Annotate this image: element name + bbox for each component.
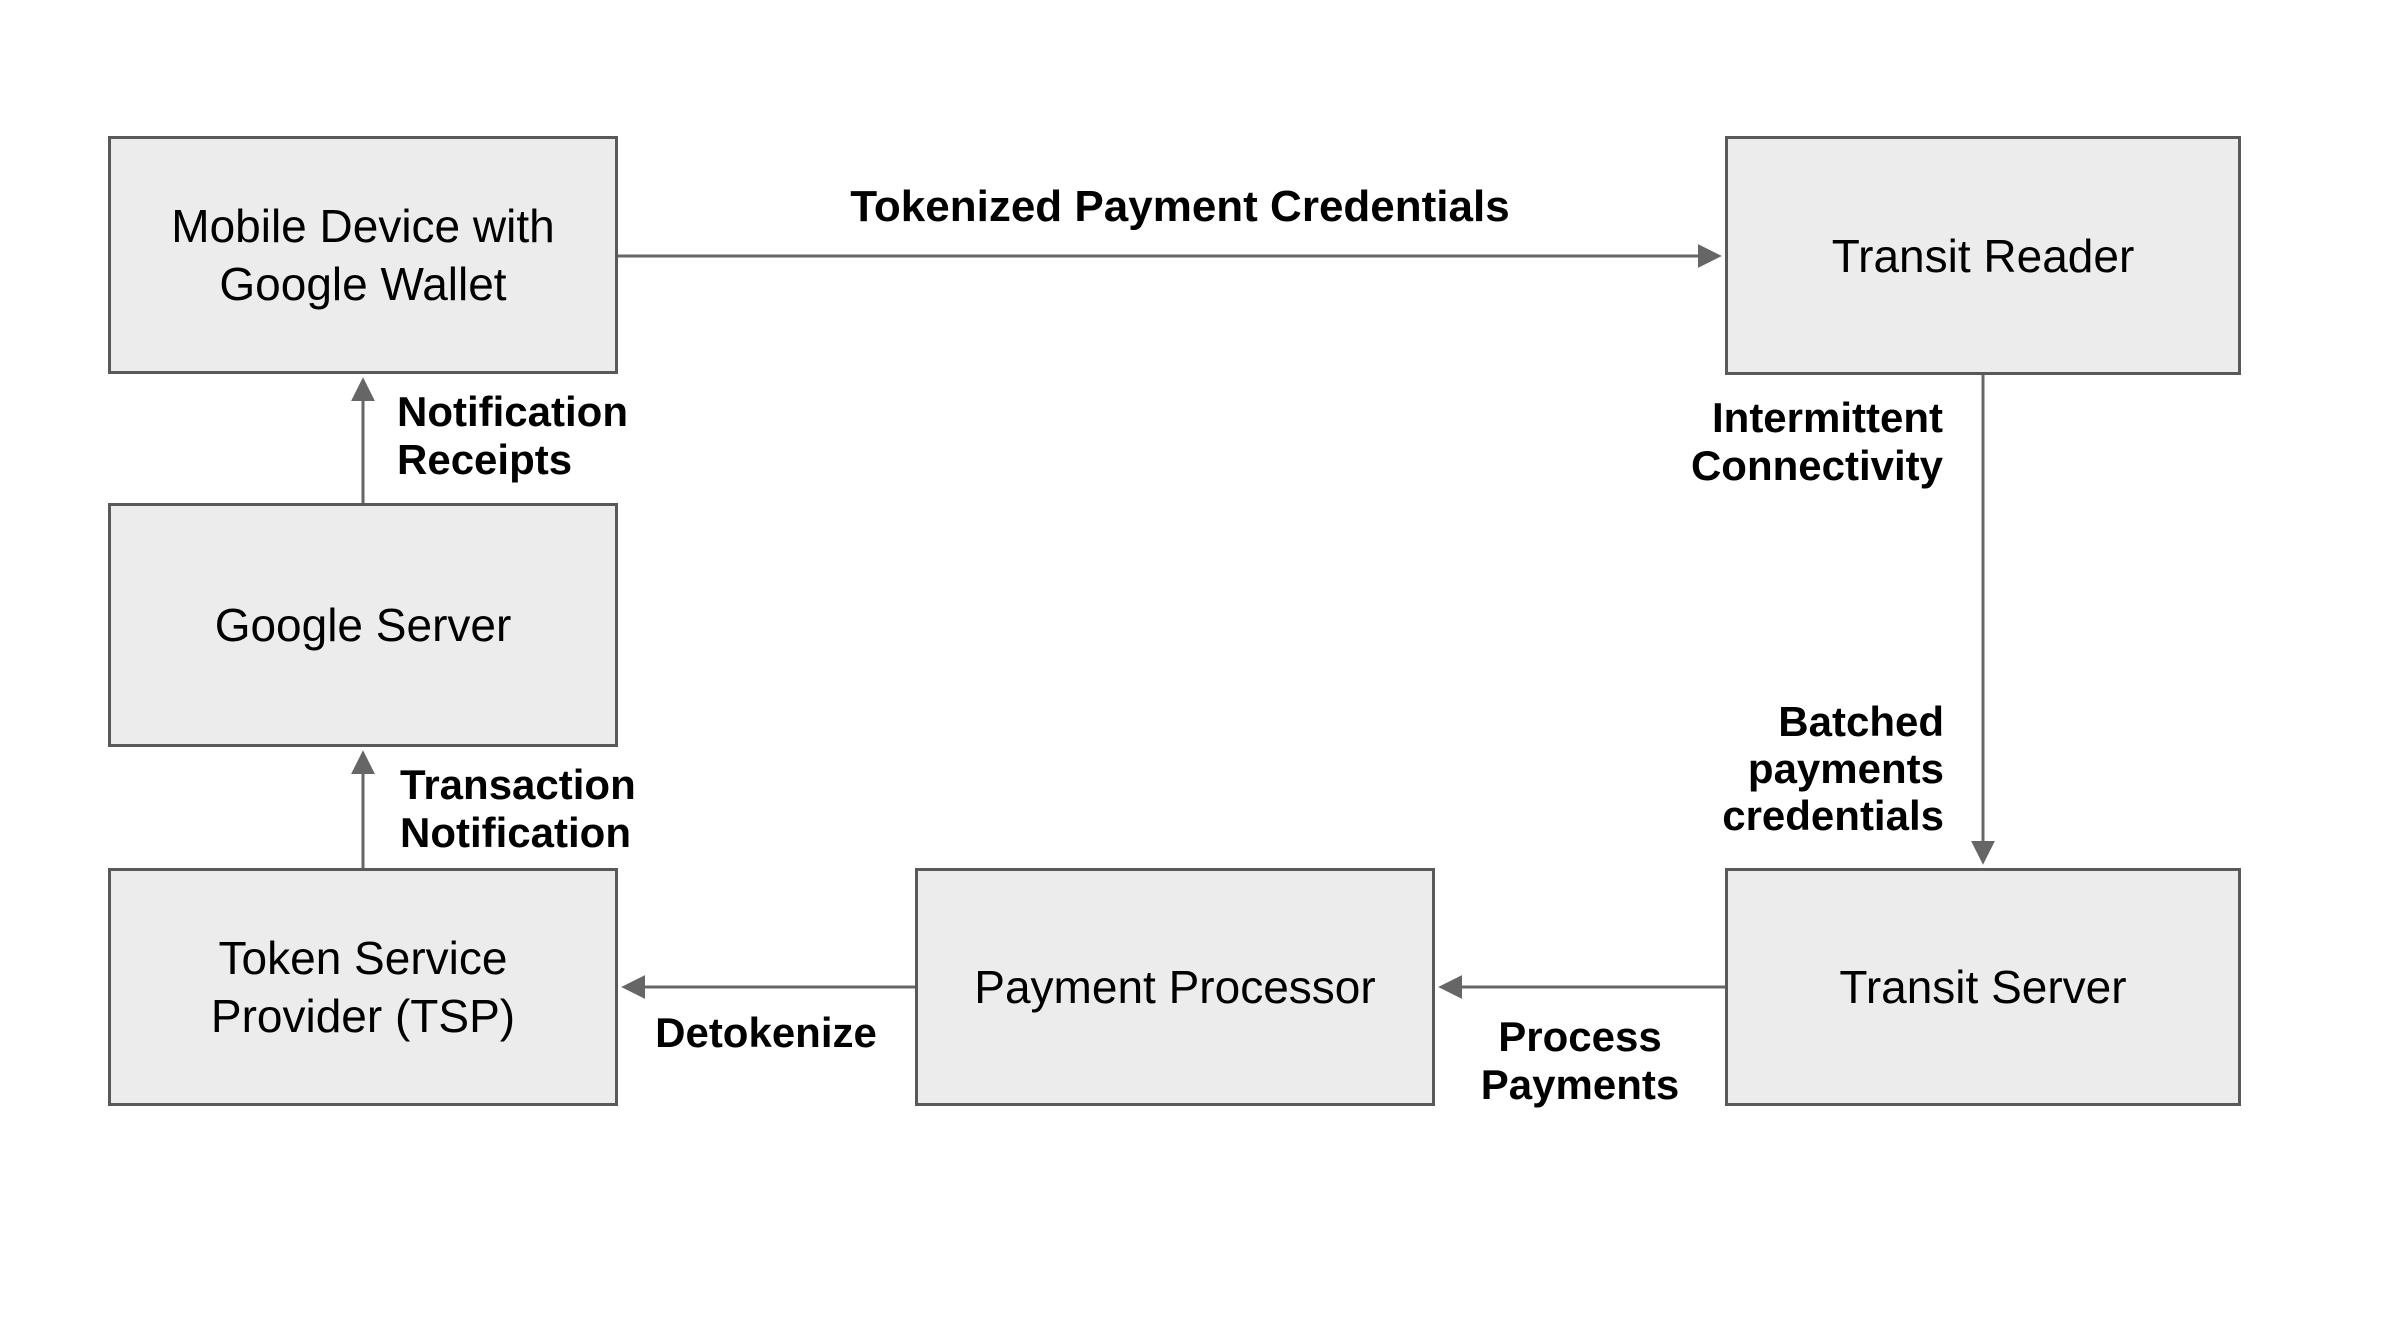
node-label: Payment Processor [974, 961, 1376, 1013]
node-token-service-provider: Token Service Provider (TSP) [108, 868, 618, 1106]
node-mobile-device-google-wallet: Mobile Device with Google Wallet [108, 136, 618, 374]
node-google-server: Google Server [108, 503, 618, 747]
node-label: Google Server [214, 599, 512, 651]
node-payment-processor: Payment Processor [915, 868, 1435, 1106]
node-label: Token Service Provider (TSP) [210, 932, 516, 1042]
edge-label-transaction-notification: Transaction Notification [400, 761, 636, 856]
edge-label-detokenize: Detokenize [655, 1009, 877, 1056]
edge-label-batched-payments-credentials: Batched payments credentials [1722, 698, 1944, 839]
node-transit-reader: Transit Reader [1725, 136, 2241, 375]
node-transit-server: Transit Server [1725, 868, 2241, 1106]
edge-label-intermittent-connectivity: Intermittent Connectivity [1690, 394, 1943, 489]
node-label: Transit Server [1839, 961, 2127, 1013]
edge-label-process-payments: Process Payments [1480, 1013, 1680, 1108]
edge-label-notification-receipts: Notification Receipts [397, 388, 628, 483]
node-label: Mobile Device with Google Wallet [171, 200, 555, 310]
edge-label-tokenized-payment-credentials: Tokenized Payment Credentials [850, 182, 1510, 231]
node-label: Transit Reader [1831, 229, 2135, 282]
